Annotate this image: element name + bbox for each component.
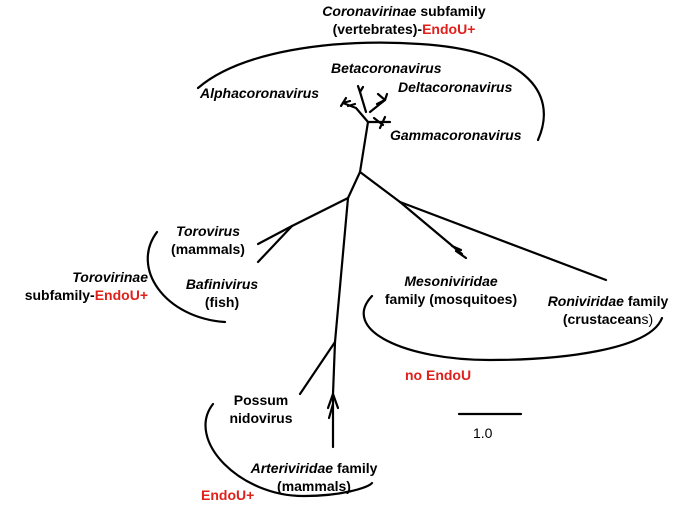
- coronavirinae-bracket: [196, 41, 545, 142]
- possum-line1: Possum: [233, 392, 289, 408]
- torovirinae-endou: EndoU+: [94, 287, 148, 303]
- no-endou-label: no EndoU: [405, 367, 472, 383]
- mesoniviridae-desc: family (mosquitoes): [384, 291, 518, 307]
- possum-line2: nidovirus: [229, 410, 293, 426]
- gammacoronavirus-label: Gammacoronavirus: [390, 127, 522, 143]
- bafinivirus-name: Bafinivirus: [185, 276, 259, 292]
- roniviridae-name: Roniviridae: [547, 293, 624, 309]
- coronavirinae-host: (vertebrates)-: [332, 21, 423, 37]
- arteriviridae-bracket: [204, 402, 374, 498]
- roniviridae-label: Roniviridae family (crustaceans): [533, 292, 683, 328]
- arteriviridae-host: (mammals): [277, 478, 351, 494]
- scale-bar-label: 1.0: [473, 425, 493, 441]
- corona-stem: [358, 120, 370, 174]
- torovirus-label: Torovirus (mammals): [158, 222, 258, 258]
- branch-torovirus: [256, 224, 294, 246]
- no-endou-bracket: [362, 294, 664, 362]
- branch-bafinivirus: [256, 224, 294, 264]
- coronavirinae-endou: EndoU+: [422, 21, 476, 37]
- mesoniviridae-tips: [450, 244, 468, 260]
- mesoniviridae-label: Mesoniviridae family (mosquitoes): [366, 272, 536, 308]
- delta-tips: [375, 92, 389, 106]
- torovirus-name: Torovirus: [175, 223, 241, 239]
- coronavirinae-name: Coronavirinae: [322, 3, 417, 19]
- corona-branch-alpha: [341, 101, 370, 124]
- branch-corona-to-right: [358, 170, 402, 204]
- possum-nidovirus-label: Possum nidovirus: [214, 391, 308, 427]
- torovirinae-label: Torovirinae subfamily-EndoU+: [0, 268, 148, 304]
- branch-to-possum: [298, 340, 337, 396]
- torovirinae-bracket: [146, 230, 227, 324]
- coronavirinae-label: Coronavirinae subfamily (vertebrates)-En…: [304, 2, 504, 38]
- beta-tips: [356, 84, 365, 94]
- arteriviridae-rank: family: [333, 460, 378, 476]
- bafinivirus-label: Bafinivirus (fish): [172, 275, 272, 311]
- alphacoronavirus-label: Alphacoronavirus: [200, 85, 320, 101]
- arteri-tips: [326, 392, 340, 420]
- torovirus-host: (mammals): [171, 241, 245, 257]
- branch-root-down: [333, 196, 350, 344]
- mesoniviridae-name: Mesoniviridae: [404, 273, 498, 289]
- arteriviridae-endou-label: EndoU+: [201, 487, 255, 503]
- deltacoronavirus-label: Deltacoronavirus: [398, 79, 513, 95]
- roniviridae-host: (crustacean: [562, 311, 642, 327]
- arteriviridae-label: Arteriviridae family (mammals): [229, 459, 399, 495]
- roniviridae-rank: family: [623, 293, 669, 309]
- gamma-tips: [372, 115, 387, 130]
- arteriviridae-name: Arteriviridae: [250, 460, 334, 476]
- branch-arteri-stem: [331, 340, 337, 396]
- branch-root-to-corona: [346, 170, 362, 200]
- torovirinae-name: Torovirinae: [72, 269, 148, 285]
- corona-branch-beta: [358, 90, 368, 114]
- bafinivirus-host: (fish): [204, 294, 240, 310]
- coronavirinae-rank: subfamily: [416, 3, 486, 19]
- branch-to-roniviridae: [398, 200, 608, 282]
- betacoronavirus-label: Betacoronavirus: [331, 60, 442, 76]
- roniviridae-host-tail: s): [641, 311, 654, 327]
- alpha-tips: [339, 96, 357, 108]
- torovirinae-rank: subfamily-: [24, 287, 95, 303]
- branch-to-torovirinae: [290, 196, 350, 228]
